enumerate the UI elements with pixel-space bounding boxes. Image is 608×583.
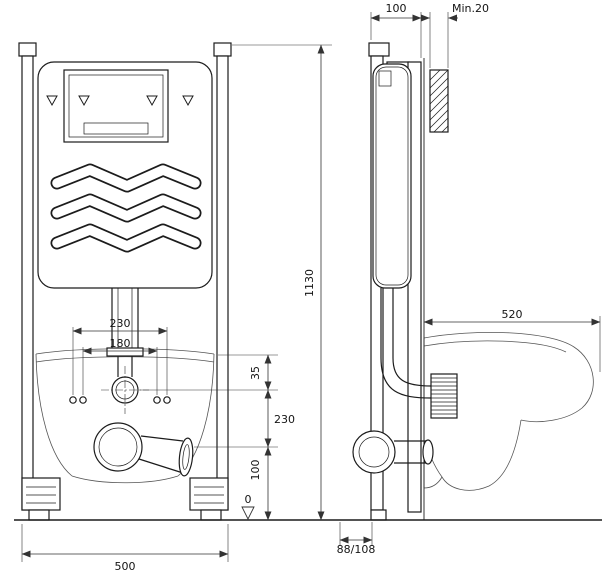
dimensions: 1130 500 230 180 [21, 2, 601, 573]
corrugated-connector [430, 373, 458, 419]
fill-valve [378, 70, 392, 87]
access-box-inner [68, 74, 164, 138]
dim-min-wall-20: Min.20 [420, 2, 489, 68]
flush-pipe-side [380, 288, 458, 419]
level-marker-icon [241, 506, 255, 521]
dim-floor-level-0: 0 [241, 493, 255, 521]
access-box-outer [63, 69, 169, 143]
front-view [18, 42, 232, 521]
dim-label-230-bolts: 230 [110, 317, 131, 330]
dim-width-500: 500 [21, 524, 229, 573]
drain-outlet-front [93, 422, 194, 477]
rail-cap-left [18, 42, 37, 57]
drain-trap-side [352, 430, 434, 474]
cistern-side [372, 63, 412, 289]
dim-label-230-outlet: 230 [274, 413, 295, 426]
rail-left [21, 55, 34, 511]
dim-label-520: 520 [502, 308, 523, 321]
dim-bolt-spacing-180: 180 [82, 337, 158, 395]
foot-bracket-left [21, 477, 61, 511]
cistern-ribbon-pattern [50, 163, 202, 253]
dim-label-100-depth: 100 [386, 2, 407, 15]
dim-height-1130: 1130 [232, 44, 332, 521]
dim-label-0: 0 [245, 493, 252, 506]
cistern-front [37, 61, 213, 289]
flush-valve-plate [83, 122, 149, 135]
dim-label-35: 35 [249, 366, 262, 380]
foot-side [370, 509, 387, 521]
wall-section-hatch [429, 69, 449, 133]
water-level-mark-icon [146, 95, 158, 107]
dim-label-1130: 1130 [303, 269, 316, 297]
dim-chain-right: 35 230 100 [140, 354, 295, 521]
rail-right [216, 55, 229, 511]
rail-cap-right [213, 42, 232, 57]
dim-outlet-88-108: 88/108 [337, 522, 376, 556]
mounting-bolts [69, 396, 171, 404]
foot-pad-right [200, 509, 222, 521]
dim-label-100-outlet: 100 [249, 460, 262, 481]
dim-label-180: 180 [110, 337, 131, 350]
rail-cap-side [368, 42, 390, 57]
dim-label-min20: Min.20 [452, 2, 489, 15]
water-level-mark-icon [182, 95, 194, 107]
water-level-mark-icon [78, 95, 90, 107]
dim-bowl-depth-520: 520 [423, 308, 601, 372]
foot-pad-left [28, 509, 50, 521]
water-level-mark-icon [46, 95, 58, 107]
dim-label-500: 500 [115, 560, 136, 573]
dim-label-88-108: 88/108 [337, 543, 376, 556]
dim-bolt-spacing-230: 230 [72, 317, 168, 395]
frame-feet-front [21, 477, 229, 521]
foot-bracket-right [189, 477, 229, 511]
side-view [352, 42, 594, 521]
